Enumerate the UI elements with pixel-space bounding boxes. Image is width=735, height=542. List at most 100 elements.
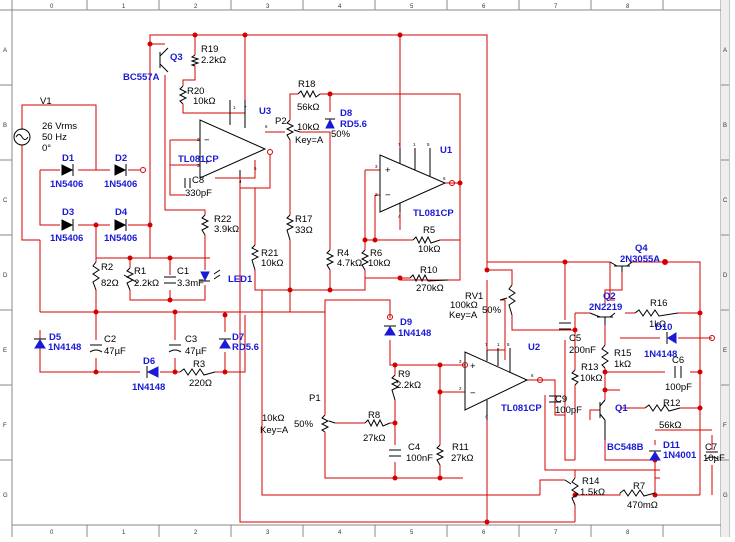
transistor-q3[interactable]: Q3 BC557A xyxy=(123,47,183,83)
transistor-q1[interactable]: Q1 BC548B xyxy=(599,399,644,453)
opamp-u3[interactable]: − + 2 3 4 5 6 7 1 U3 TL081CP xyxy=(178,100,273,184)
wire xyxy=(609,262,615,301)
junction-dot xyxy=(457,180,463,186)
value-label: 10kΩ xyxy=(297,122,319,133)
diode-d9[interactable]: D9 1N4148 xyxy=(384,314,431,340)
row-label: A xyxy=(723,48,727,54)
junction-dot xyxy=(93,369,99,375)
resistor-r13[interactable]: R13 10kΩ xyxy=(570,362,602,386)
diode-d4[interactable]: D4 1N5406 xyxy=(104,207,137,244)
resistor-r3[interactable]: R3 220Ω xyxy=(179,359,216,389)
junction-dot xyxy=(484,519,490,525)
resistor-r2[interactable]: R2 82Ω xyxy=(92,261,119,291)
resistor-r10[interactable]: R10 270kΩ xyxy=(409,265,449,294)
ref-label: R7 xyxy=(633,481,645,492)
capacitor-c6[interactable]: C6 100pF xyxy=(665,355,692,393)
ref-label: R15 xyxy=(614,348,631,359)
resistor-r8[interactable]: R8 27kΩ xyxy=(363,410,391,444)
led-led1[interactable]: LED1 xyxy=(200,269,253,285)
resistor-symbol xyxy=(412,235,441,245)
capacitor-c3[interactable]: C3 47µF xyxy=(168,334,207,357)
resistor-r4[interactable]: R4 4.7kΩ xyxy=(325,248,362,271)
ref-label: R19 xyxy=(201,44,218,55)
diode-d10[interactable]: D10 1N4148 xyxy=(644,322,715,360)
transistor-q4[interactable]: Q4 2N3055A xyxy=(609,243,668,272)
opamp-u2[interactable]: + − 3 2 7 1 5 4 6 U2 TL081CP xyxy=(459,342,543,420)
terminal-icon xyxy=(462,362,468,368)
resistor-r5[interactable]: R5 10kΩ xyxy=(412,225,441,255)
resistor-symbol xyxy=(634,309,679,317)
resistor-r17[interactable]: R17 33Ω xyxy=(285,214,313,241)
key-label: Key=A xyxy=(449,310,478,321)
resistor-r16[interactable]: R16 1kΩ xyxy=(634,298,679,330)
resistor-r15[interactable]: R15 1kΩ xyxy=(601,344,631,370)
resistor-r9[interactable]: R9 2.2kΩ xyxy=(390,369,421,401)
resistor-r21[interactable]: R21 10kΩ xyxy=(250,244,283,271)
resistor-r11[interactable]: R11 27kΩ xyxy=(435,442,473,466)
resistor-symbol xyxy=(435,444,445,466)
wire xyxy=(575,493,621,496)
value-label: 56kΩ xyxy=(297,102,319,113)
resistor-r1[interactable]: R1 2.2kΩ xyxy=(123,266,159,291)
ref-label: C8 xyxy=(192,175,204,186)
junction-dot xyxy=(93,309,99,315)
opamp-u1[interactable]: + − 3 2 7 1 5 4 6 U1 TL081CP xyxy=(375,142,455,219)
junction-dot xyxy=(222,312,228,318)
potentiometer-p2[interactable]: P2 10kΩ 50% Key=A xyxy=(275,116,351,146)
resistor-r7[interactable]: R7 470mΩ xyxy=(619,481,658,511)
capacitor-c1[interactable]: C1 3.3mF xyxy=(164,266,204,289)
ref-label: Q2 xyxy=(603,291,616,302)
resistor-symbol xyxy=(250,244,260,271)
resistor-r19[interactable]: R19 2.2kΩ xyxy=(190,44,226,67)
junction-dot xyxy=(392,420,398,426)
opamp-minus: − xyxy=(385,190,391,201)
row-label: E xyxy=(723,348,727,354)
ref-label: P1 xyxy=(309,393,321,404)
diode-symbol xyxy=(325,118,335,129)
led-ray xyxy=(213,274,221,280)
capacitor-c4[interactable]: C4 100nF xyxy=(389,442,433,464)
ac-source-v1[interactable]: V1 26 Vrms 50 Hz 0° xyxy=(13,96,77,154)
capacitor-c9[interactable]: C9 100pF xyxy=(549,394,582,416)
col-label: 5 xyxy=(410,4,414,10)
resistor-r6[interactable]: R6 10kΩ xyxy=(360,248,390,271)
resistor-r12[interactable]: R12 56kΩ xyxy=(644,398,681,431)
diode-d11[interactable]: D11 1N4001 xyxy=(649,440,697,461)
resistor-r18[interactable]: R18 56kΩ xyxy=(297,79,321,113)
resistor-symbol xyxy=(297,89,321,99)
potentiometer-rv1[interactable]: RV1 100kΩ Key=A 50% xyxy=(449,284,516,321)
resistor-r20[interactable]: R20 10kΩ xyxy=(178,85,215,107)
resistor-r14[interactable]: R14 1.5kΩ xyxy=(564,476,605,506)
capacitor-c7[interactable]: C7 10µF xyxy=(703,442,725,464)
capacitor-c5[interactable]: C5 200nF xyxy=(559,322,596,356)
resistor-r22[interactable]: R22 3.9kΩ xyxy=(200,214,239,236)
zener-d7[interactable]: D7 RD5.6 xyxy=(219,332,259,353)
trim-arrow xyxy=(123,274,139,284)
terminal-icon xyxy=(140,167,146,173)
percent-label: 50% xyxy=(482,305,502,316)
capacitor-c2[interactable]: C2 47µF xyxy=(89,334,126,357)
potentiometer-p1[interactable]: P1 10kΩ Key=A 50% xyxy=(260,393,336,436)
ref-label: C3 xyxy=(185,334,197,345)
resistor-symbol xyxy=(571,477,579,506)
opamp-symbol xyxy=(379,154,447,213)
diode-d5[interactable]: D5 1N4148 xyxy=(34,332,81,353)
zener-d8[interactable]: D8 RD5.6 xyxy=(325,108,367,130)
junction-dot xyxy=(172,309,178,315)
row-label: G xyxy=(3,493,8,499)
potentiometer-symbol xyxy=(320,414,330,433)
value-label: 47µF xyxy=(104,346,126,357)
diode-d3[interactable]: D3 1N5406 xyxy=(50,207,83,244)
col-label: 7 xyxy=(554,4,558,10)
capacitor-c8[interactable]: C8 330pF xyxy=(184,175,212,199)
transistor-q2[interactable]: Q2 2N2219 xyxy=(589,291,622,325)
diode-d2[interactable]: D2 1N5406 xyxy=(104,153,146,190)
value-label: 82Ω xyxy=(101,278,119,289)
ref-label: R18 xyxy=(298,79,315,90)
ref-label: D1 xyxy=(62,153,75,164)
diode-symbol xyxy=(667,332,677,344)
diode-d1[interactable]: D1 1N5406 xyxy=(50,153,83,190)
diode-symbol xyxy=(146,366,159,378)
ref-label: C2 xyxy=(104,334,116,345)
diode-d6[interactable]: D6 1N4148 xyxy=(132,356,165,393)
